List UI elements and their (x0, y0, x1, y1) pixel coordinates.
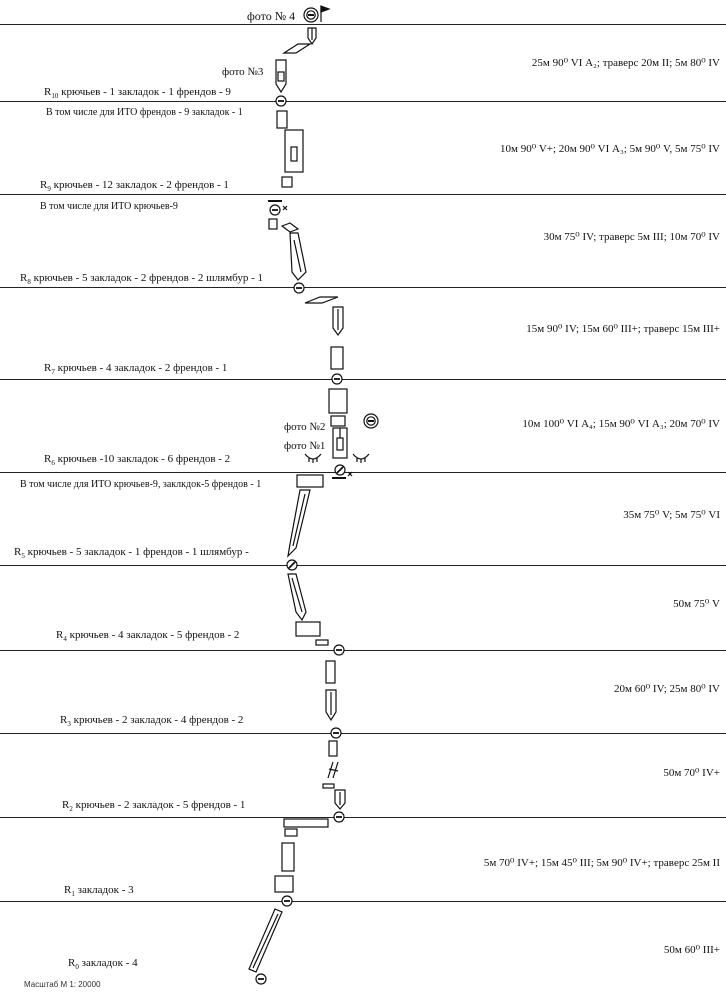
pitch-label-r5: R5 крючьев - 5 закладок - 1 френдов - 1 … (14, 546, 249, 561)
crack-icon (328, 388, 348, 414)
ledge-icon (283, 818, 329, 828)
pitch-line (0, 817, 726, 818)
ledge-icon (280, 222, 300, 233)
crack-icon (281, 176, 293, 188)
pitch-desc-r3: 20м 60⁰ IV; 25м 80⁰ IV (614, 683, 720, 695)
crack-icon (330, 346, 344, 370)
ledge-icon (281, 43, 313, 54)
pitch-line (0, 650, 726, 651)
pitch-desc-r9: 10м 90⁰ V+; 20м 90⁰ VI А₃; 5м 90⁰ V, 5м … (499, 143, 720, 155)
photo-1-label: фото №1 (284, 440, 326, 452)
scale-label: Масштаб М 1: 20000 (24, 980, 101, 989)
chimney-icon (284, 129, 304, 173)
crack-icon (276, 110, 288, 129)
photo-marker-icon (363, 413, 379, 429)
pitch-line (0, 472, 726, 473)
pitch-label-r7: R7 крючьев - 4 закладок - 2 френдов - 1 (44, 362, 228, 377)
belay-station-icon (332, 464, 353, 479)
pitch-desc-r7: 15м 90⁰ IV; 15м 60⁰ III+; траверс 15м II… (526, 323, 720, 335)
crack-icon (295, 621, 321, 637)
crack-icon (289, 232, 307, 281)
pitch-line (0, 24, 726, 25)
pitch-line (0, 287, 726, 288)
crack-icon (268, 218, 278, 230)
pitch-desc-r4: 50м 75⁰ V (673, 598, 720, 610)
bush-icon (304, 453, 322, 463)
photo-4-label: фото № 4 (247, 9, 296, 23)
chimney-icon (287, 573, 307, 622)
pitch-line (0, 733, 726, 734)
pitch-desc-r8: 30м 75⁰ IV; траверс 5м III; 10м 70⁰ IV (543, 231, 720, 243)
ledge-icon (304, 296, 339, 304)
pitch-desc-r1: 5м 70⁰ IV+; 15м 45⁰ III; 5м 90⁰ IV+; тра… (483, 857, 720, 869)
chevron-icon (307, 27, 317, 46)
pitch-ito-r9: В том числе для ИТО крючьев-9 (40, 201, 178, 212)
pitch-label-r1: R1 закладок - 3 (64, 884, 134, 899)
pitch-label-r4: R4 крючьев - 4 закладок - 5 френдов - 2 (56, 629, 240, 644)
chevron-icon (334, 789, 346, 810)
pitch-desc-r5: 35м 75⁰ V; 5м 75⁰ VI (623, 509, 720, 521)
belay-station-icon (293, 282, 305, 294)
belay-station-icon (286, 559, 298, 571)
piton-icon (290, 146, 298, 162)
start-marker-icon (255, 973, 267, 985)
pitch-line (0, 565, 726, 566)
crack-icon (322, 783, 335, 789)
chimney-icon (287, 489, 311, 558)
bush-icon (352, 453, 370, 463)
crack-icon (284, 828, 298, 837)
belay-station-icon (275, 95, 287, 107)
summit-marker-icon (303, 5, 331, 23)
pitch-label-r6: R6 крючьев -10 закладок - 6 френдов - 2 (44, 453, 231, 468)
pitch-desc-r6: 10м 100⁰ VI А₄; 15м 90⁰ VI А₃; 20м 70⁰ I… (522, 418, 720, 430)
photo-2-label: фото №2 (284, 421, 326, 433)
pitch-ito-r6: В том числе для ИТО крючьев-9, заклкдок-… (20, 479, 262, 490)
pitch-desc-r10: 25м 90⁰ VI А₂; траверс 20м II; 5м 80⁰ IV (531, 57, 720, 69)
crack-icon (325, 660, 336, 684)
pitch-desc-r0: 50м 60⁰ III+ (663, 944, 720, 956)
pitch-desc-r2: 50м 70⁰ IV+ (663, 767, 720, 779)
belay-station-icon (281, 895, 293, 907)
crack-icon (328, 740, 338, 757)
chimney-icon (248, 908, 283, 973)
pitch-label-r0: R0 закладок - 4 (68, 957, 138, 972)
pitch-label-r3: R3 крючьев - 2 закладок - 4 френдов - 2 (60, 714, 244, 729)
pitch-label-r9: R9 крючьев - 12 закладок - 2 френдов - 1 (40, 179, 229, 194)
belay-station-icon (333, 644, 345, 656)
crack-icon (327, 761, 339, 779)
piton-icon (336, 437, 344, 451)
chevron-icon (332, 306, 344, 337)
chimney-icon (330, 415, 346, 427)
pitch-line (0, 101, 726, 102)
crack-icon (315, 639, 329, 646)
pitch-label-r10: R10 крючьев - 1 закладок - 1 френдов - 9 (44, 86, 231, 101)
belay-station-icon (331, 373, 343, 385)
belay-station-icon (268, 200, 288, 216)
photo-3-label: фото №3 (222, 66, 264, 78)
pitch-label-r2: R2 крючьев - 2 закладок - 5 френдов - 1 (62, 799, 246, 814)
crack-icon (296, 474, 324, 488)
pitch-line (0, 194, 726, 195)
pitch-label-r8: R8 крючьев - 5 закладок - 2 френдов - 2 … (20, 272, 263, 287)
belay-station-icon (330, 727, 342, 739)
pitch-line (0, 379, 726, 380)
chevron-icon (275, 59, 287, 94)
crack-icon (274, 875, 294, 893)
crack-icon (281, 842, 295, 872)
pitch-ito-r10: В том числе для ИТО френдов - 9 закладок… (46, 107, 243, 118)
belay-station-icon (333, 811, 345, 823)
chevron-icon (325, 689, 337, 722)
pitch-line (0, 901, 726, 902)
